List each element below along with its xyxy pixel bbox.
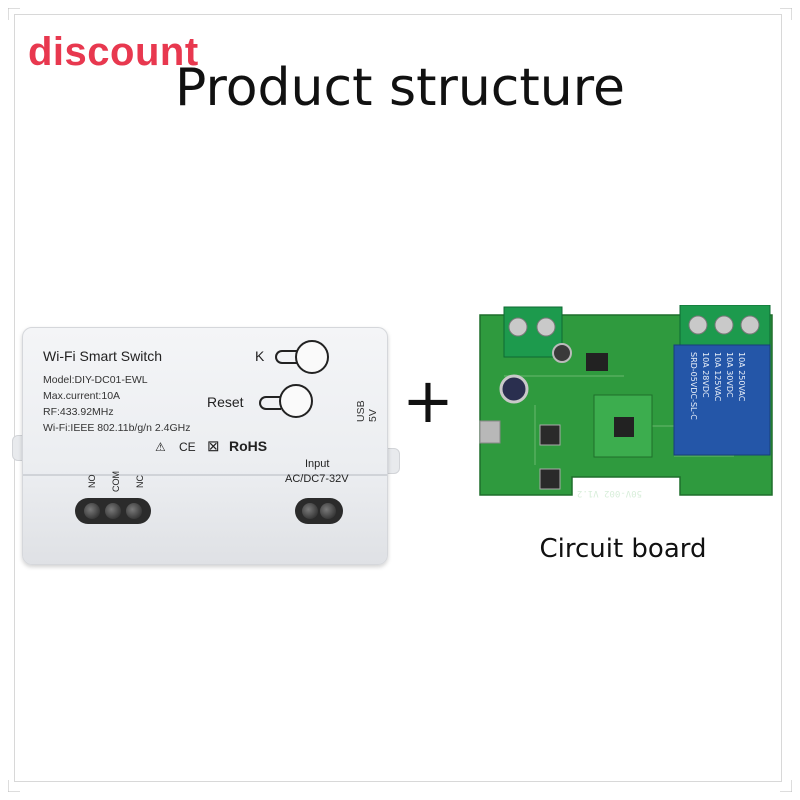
crop-mark-top-left xyxy=(8,8,20,20)
wifi-chip xyxy=(614,417,634,437)
k-button[interactable] xyxy=(295,340,329,374)
screw-nc xyxy=(126,503,142,519)
input-voltage-label: AC/DC7-32V xyxy=(285,473,349,485)
screw-input-1 xyxy=(301,503,318,519)
relay-text-2: 10A 30VDC xyxy=(725,352,734,398)
k-button-stem xyxy=(275,350,297,364)
k-tact-switch xyxy=(539,424,561,446)
reset-button[interactable] xyxy=(279,384,313,418)
device-name: Wi-Fi Smart Switch xyxy=(43,348,162,364)
relay-text-1: 10A 250VAC xyxy=(737,352,746,402)
plus-sign: + xyxy=(402,364,454,437)
inductor xyxy=(586,353,608,371)
warning-icon: ⚠ xyxy=(155,440,166,454)
relay xyxy=(673,344,771,456)
circuit-board-image: 10A 250VAC 10A 30VDC 10A 125VAC 10A 28VD… xyxy=(479,305,773,498)
capacitor xyxy=(499,374,529,404)
terminal-label-no: NO xyxy=(87,474,97,489)
ce-mark: CE xyxy=(179,440,196,454)
input-terminal-block xyxy=(295,498,343,524)
relay-text-4: 10A 28VDC xyxy=(701,352,710,398)
terminal-label-nc: NC xyxy=(135,475,145,488)
reset-tact-switch xyxy=(539,468,561,490)
weee-bin-icon: ⊠ xyxy=(207,438,220,455)
relay-text-5: SRD-05VDC-SL-C xyxy=(689,352,698,420)
smart-switch-device: Wi-Fi Smart Switch Model:DIY-DC01-EWL Ma… xyxy=(22,327,388,565)
device-spec-wifi: Wi-Fi:IEEE 802.11b/g/n 2.4GHz xyxy=(43,422,191,434)
reset-button-stem xyxy=(259,396,281,410)
mount-tab-right xyxy=(386,448,400,474)
usb-label: USB 5V xyxy=(355,400,379,422)
screw-com xyxy=(105,503,121,519)
output-terminal-block xyxy=(75,498,151,524)
pcb-label: 50V-002 V1.2 xyxy=(577,488,642,498)
reset-button-label: Reset xyxy=(207,394,244,410)
terminal-block-right xyxy=(679,305,771,346)
relay-text-3: 10A 125VAC xyxy=(713,352,722,402)
k-button-label: K xyxy=(255,348,265,364)
device-spec-current: Max.current:10A xyxy=(43,390,121,402)
image-frame xyxy=(14,14,782,782)
device-seam xyxy=(23,474,387,476)
crop-mark-bottom-right xyxy=(780,780,792,792)
terminal-label-com: COM xyxy=(111,471,121,492)
device-spec-rf: RF:433.92MHz xyxy=(43,406,114,418)
screw-input-2 xyxy=(320,503,337,519)
rohs-mark: RoHS xyxy=(229,438,268,454)
page-title: Product structure xyxy=(175,58,625,118)
device-spec-model: Model:DIY-DC01-EWL xyxy=(43,374,148,386)
input-label: Input xyxy=(305,458,330,470)
screw-no xyxy=(84,503,100,519)
crop-mark-bottom-left xyxy=(8,780,20,792)
crop-mark-top-right xyxy=(780,8,792,20)
usb-port xyxy=(479,420,501,444)
discount-badge[interactable]: discount xyxy=(28,30,199,74)
circuit-board-caption: Circuit board xyxy=(539,534,707,564)
small-capacitor xyxy=(552,343,572,363)
terminal-block-left xyxy=(503,306,563,358)
